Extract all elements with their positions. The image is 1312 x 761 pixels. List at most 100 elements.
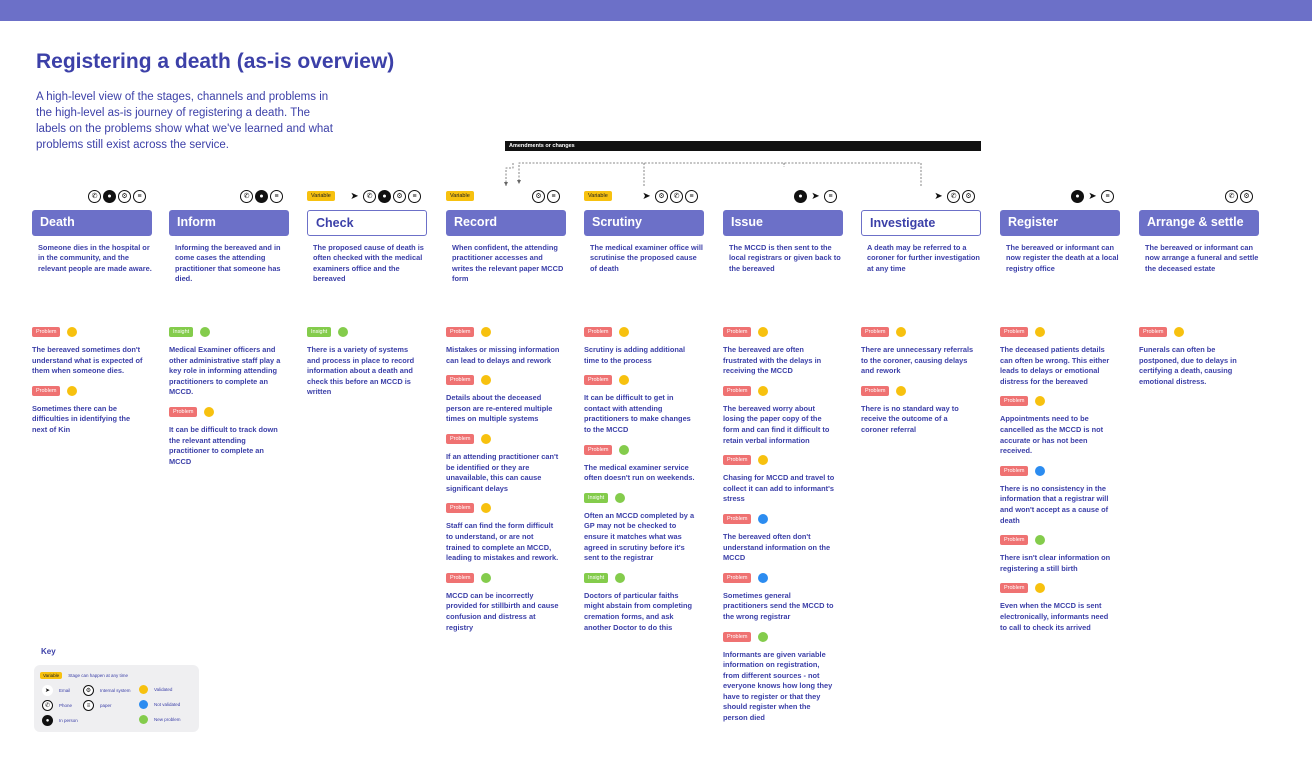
variable-tag: Variable — [446, 191, 474, 201]
key-not-validated-label: Not validated — [154, 702, 181, 707]
email-icon: ➤ — [348, 190, 361, 203]
finding-text: Mistakes or missing information can lead… — [446, 345, 560, 365]
channel-icons: ✆●⚙≡ — [88, 190, 146, 203]
problem-tag: Problem — [1000, 465, 1029, 476]
problem-tag: Problem — [723, 513, 752, 524]
finding-card: Problem There are unnecessary referrals … — [861, 327, 983, 377]
phone-icon: ✆ — [363, 190, 376, 203]
finding-text: Even when the MCCD is sent electronicall… — [1000, 601, 1109, 632]
finding-card: Problem Scrutiny is adding additional ti… — [584, 327, 706, 366]
key-in-person-label: In person — [59, 718, 78, 723]
key-variable-label: Stage can happen at any time — [68, 673, 128, 678]
stage-header[interactable]: Arrange & settle — [1139, 210, 1259, 236]
insight-tag: Insight — [307, 327, 332, 337]
finding-card: Problem Chasing for MCCD and travel to c… — [723, 455, 845, 505]
paper-icon: ≡ — [408, 190, 421, 203]
channel-icons: ✆●≡ — [240, 190, 283, 203]
finding-card: Problem Mistakes or missing information … — [446, 327, 568, 366]
finding-text: It can be difficult to track down the re… — [169, 424, 278, 466]
stage-description: The proposed cause of death is often che… — [313, 243, 424, 284]
key-internal-system-label: Internal system — [100, 688, 131, 693]
stage-header[interactable]: Death — [32, 210, 152, 236]
finding-card: Insight Doctors of particular faiths mig… — [584, 572, 706, 633]
status-dot — [1035, 535, 1046, 546]
finding-text: Sometimes general practitioners send the… — [723, 590, 834, 621]
finding-text: Doctors of particular faiths might absta… — [584, 590, 692, 632]
channel-icons: ➤⚙✆≡ — [640, 190, 698, 203]
problem-tag: Problem — [1000, 396, 1029, 407]
in-person-icon: ● — [255, 190, 268, 203]
stage-cards: Problem Funerals can often be postponed,… — [1139, 327, 1261, 396]
finding-text: It can be difficult to get in contact wi… — [584, 393, 691, 434]
finding-card: Problem MCCD can be incorrectly provided… — [446, 572, 568, 633]
paper-icon: ≡ — [824, 190, 837, 203]
problem-tag: Problem — [446, 503, 475, 514]
key-phone-label: Phone — [59, 703, 73, 708]
status-dot — [1174, 327, 1185, 337]
validated-dot — [139, 685, 148, 694]
status-dot — [338, 327, 349, 337]
status-dot — [615, 492, 626, 503]
status-dot — [481, 433, 492, 444]
finding-text: Scrutiny is adding additional time to th… — [584, 345, 686, 365]
stage-header[interactable]: Issue — [723, 210, 843, 236]
email-icon: ➤ — [809, 190, 822, 203]
stage-description: When confident, the attending practition… — [452, 243, 564, 284]
internal-system-icon: ⚙ — [962, 190, 975, 203]
status-dot — [481, 375, 492, 386]
phone-icon: ✆ — [1225, 190, 1238, 203]
problem-tag: Problem — [723, 385, 752, 396]
in-person-icon: ● — [103, 190, 116, 203]
finding-card: Problem There is no consistency in the i… — [1000, 465, 1122, 526]
problem-tag: Problem — [584, 375, 613, 386]
paper-icon: ≡ — [547, 190, 560, 203]
internal-system-icon: ⚙ — [1240, 190, 1253, 203]
status-dot — [1035, 583, 1046, 594]
email-icon: ➤ — [42, 685, 53, 696]
finding-text: MCCD can be incorrectly provided for sti… — [446, 590, 559, 632]
stage-header[interactable]: Inform — [169, 210, 289, 236]
stage-cards: Insight Medical Examiner officers and ot… — [169, 327, 291, 476]
paper-icon: ≡ — [1101, 190, 1114, 203]
email-icon: ➤ — [1086, 190, 1099, 203]
internal-system-icon: ⚙ — [118, 190, 131, 203]
phone-icon: ✆ — [670, 190, 683, 203]
stage-cards: Problem The bereaved sometimes don't und… — [32, 327, 154, 445]
finding-text: There is a variety of systems and proces… — [307, 345, 415, 397]
status-dot — [1035, 327, 1046, 337]
new-problem-dot — [139, 715, 148, 724]
stage-cards: Problem The deceased patients details ca… — [1000, 327, 1122, 642]
finding-text: Medical Examiner officers and other admi… — [169, 345, 281, 397]
stage-header[interactable]: Register — [1000, 210, 1120, 236]
status-dot — [896, 385, 907, 396]
stage-cards: Problem Mistakes or missing information … — [446, 327, 568, 642]
finding-card: Problem Sometimes general practitioners … — [723, 572, 845, 623]
variable-tag: Variable — [307, 191, 335, 201]
status-dot — [758, 513, 769, 524]
status-dot — [619, 444, 630, 455]
insight-tag: Insight — [169, 327, 194, 337]
status-dot — [67, 327, 78, 337]
stage-header[interactable]: Investigate — [861, 210, 981, 236]
stage-description: The MCCD is then sent to the local regis… — [729, 243, 841, 273]
finding-card: Problem The bereaved worry about losing … — [723, 385, 845, 446]
stage-header[interactable]: Check — [307, 210, 427, 236]
stage-description: The bereaved or informant can now regist… — [1006, 243, 1119, 273]
finding-text: Appointments need to be cancelled as the… — [1000, 414, 1104, 456]
stage-header[interactable]: Scrutiny — [584, 210, 704, 236]
email-icon: ➤ — [640, 190, 653, 203]
stage-header[interactable]: Record — [446, 210, 566, 236]
status-dot — [67, 385, 78, 396]
insight-tag: Insight — [584, 492, 609, 503]
problem-tag: Problem — [584, 444, 613, 455]
finding-text: There are unnecessary referrals to the c… — [861, 345, 974, 376]
paper-icon: ≡ — [133, 190, 146, 203]
intro-text: A high-level view of the stages, channel… — [36, 91, 333, 151]
internal-system-icon: ⚙ — [393, 190, 406, 203]
amendments-connectors — [504, 162, 922, 186]
finding-text: Sometimes there can be difficulties in i… — [32, 403, 131, 434]
channel-icons: ➤✆●⚙≡ — [348, 190, 421, 203]
finding-text: There isn't clear information on registe… — [1000, 553, 1111, 573]
finding-card: Problem It can be difficult to get in co… — [584, 375, 706, 435]
finding-card: Problem The bereaved sometimes don't und… — [32, 327, 154, 377]
